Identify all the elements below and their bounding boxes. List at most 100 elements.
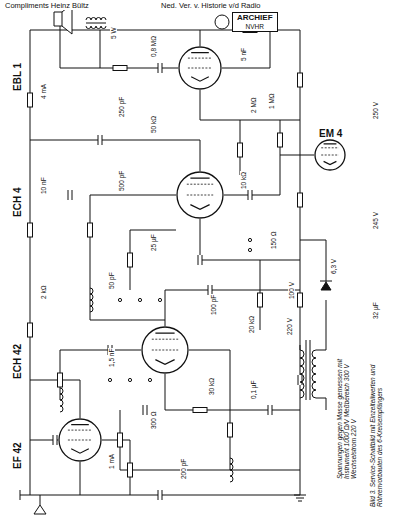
wire	[60, 350, 141, 400]
component-value: 200 pF	[180, 458, 187, 480]
switch-contact	[128, 378, 131, 381]
component-value: 150 Ω	[270, 230, 277, 250]
component-value: 500 pF	[118, 170, 125, 192]
resistor-symbol	[88, 223, 93, 237]
component-value: 1 mA	[108, 453, 115, 470]
component-value: 4 mA	[40, 83, 47, 100]
resistor-symbol	[278, 133, 283, 147]
tube-type-label: EM 4	[318, 128, 343, 139]
tube-envelope	[178, 46, 222, 90]
component-value: 100 pF	[210, 294, 217, 316]
capacitor-symbol	[53, 435, 57, 445]
wire	[90, 260, 165, 320]
coil-symbol	[230, 476, 233, 482]
switch-contact	[118, 298, 121, 301]
wire	[130, 230, 176, 290]
rectifier-symbol	[320, 281, 332, 290]
tube: ECH 42	[141, 326, 189, 374]
figure-caption: Bild 3. Service-Schaltbild mit Einzeltei…	[369, 331, 383, 508]
resistor-symbol	[193, 408, 207, 413]
component-value: 6,3 V	[330, 258, 337, 275]
switch-contact	[248, 238, 251, 241]
wire	[30, 30, 300, 340]
wire	[224, 155, 314, 195]
component-value: 245 V	[372, 211, 379, 230]
resistor-symbol	[238, 143, 243, 157]
resistor-symbol	[128, 253, 133, 267]
tube: ECH 4	[176, 171, 224, 219]
tube-type-label: EBL 1	[12, 62, 23, 92]
tube-envelope	[58, 418, 102, 462]
component-value: 32 µF	[372, 301, 379, 320]
resistor-symbol	[28, 93, 33, 107]
wire	[165, 290, 300, 326]
resistor-symbol	[298, 193, 303, 207]
coil-symbol	[230, 470, 233, 476]
coil-symbol	[60, 400, 63, 406]
component-value: 0,8 MΩ	[150, 35, 157, 58]
component-value: 300 Ω	[150, 410, 157, 430]
resistor-symbol	[28, 223, 33, 237]
wire	[200, 90, 300, 120]
tube-envelope	[141, 326, 189, 374]
wires	[20, 4, 332, 514]
component-value: 10 nF	[40, 176, 47, 195]
header-text: Ned. Ver. v. Historie v/d Radio	[160, 2, 262, 10]
capacitor-symbol	[68, 190, 72, 200]
resistor-symbol	[128, 463, 133, 477]
switch-contact	[248, 248, 251, 251]
component-value: 50 pF	[108, 271, 115, 290]
capacitor-symbol	[298, 375, 302, 385]
antenna-symbol	[20, 490, 46, 514]
capacitor-symbol	[143, 405, 147, 415]
wire	[100, 30, 101, 68]
wire	[189, 350, 300, 470]
component-value: 250 pF	[118, 96, 125, 118]
wire	[90, 195, 176, 260]
tube: EM 4	[314, 139, 346, 171]
archive-stamp: ARCHIEFNVHR	[232, 12, 278, 32]
capacitor-symbol	[158, 490, 162, 500]
capacitor-symbol	[248, 190, 252, 200]
wire	[300, 240, 326, 282]
component-value: 2 kΩ	[40, 284, 47, 300]
resistor-symbol	[228, 423, 233, 437]
capacitor-symbol	[198, 255, 202, 265]
capacitor-symbol	[98, 135, 102, 145]
wire	[102, 440, 130, 495]
component-value: 10 kΩ	[240, 171, 247, 190]
capacitor-symbol	[158, 63, 162, 73]
stamp-logo	[215, 15, 229, 29]
coil-symbol	[230, 458, 233, 464]
tube-type-label: ECH 42	[12, 343, 23, 380]
wire	[222, 30, 270, 68]
resistor-symbol	[118, 433, 123, 447]
coil-symbol	[60, 394, 63, 400]
switch-contact	[138, 298, 141, 301]
component-value: 20 kΩ	[248, 315, 255, 334]
ground-symbol	[294, 495, 306, 501]
switch-contact	[108, 378, 111, 381]
component-value: 25 µF	[150, 233, 157, 252]
wire	[40, 495, 41, 505]
output-transformer	[86, 18, 106, 29]
wire	[30, 140, 200, 171]
resistor-symbol	[28, 323, 33, 337]
resistor-symbol	[113, 66, 127, 71]
tube-envelope	[314, 139, 346, 171]
tube-type-label: EF 42	[12, 441, 23, 470]
switch-contact	[148, 378, 151, 381]
component-value: 0,1 µF	[250, 379, 257, 400]
component-value: 30 kΩ	[208, 377, 215, 396]
power-transformer	[300, 300, 326, 410]
header-text: Compliments Heinz Bültz	[4, 2, 90, 10]
component-value: 1 MΩ	[268, 92, 275, 110]
component-value: 2 MΩ	[250, 96, 257, 114]
coil-symbol	[230, 464, 233, 470]
coil-symbol	[90, 294, 93, 300]
wire	[80, 462, 81, 495]
switch-contact	[158, 298, 161, 301]
resistor-symbol	[58, 373, 63, 387]
capacitor-symbol	[268, 405, 272, 415]
coil-symbol	[90, 306, 93, 312]
